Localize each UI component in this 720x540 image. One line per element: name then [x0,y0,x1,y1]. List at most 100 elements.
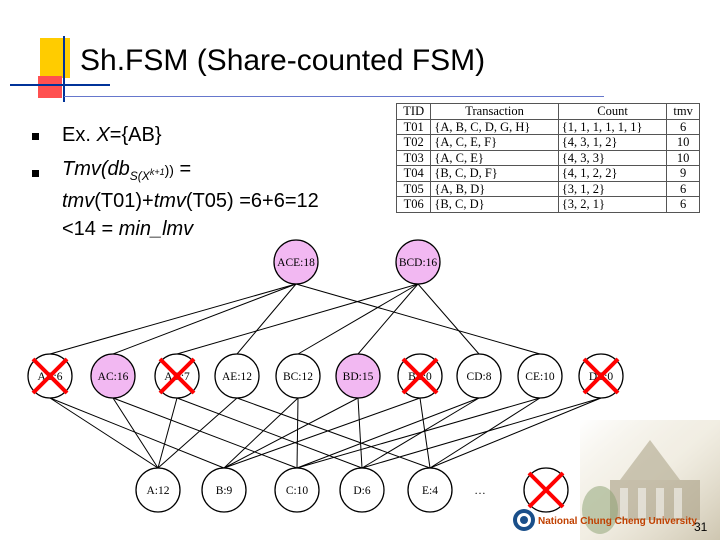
bullet-text-1: Ex. X={AB} [62,124,162,147]
pruned-cross-mark [31,357,69,395]
corner-square-red [38,76,62,98]
node-label: AC:16 [98,371,129,383]
ellipsis-label: … [474,485,486,497]
node-circle [456,353,502,399]
lattice-node-l1-2: C:10 [274,467,320,513]
node-circle [273,239,319,285]
node-label: CE:10 [525,371,555,383]
university-name: National Chung Cheng University [538,516,697,527]
table-row: T06{B, C, D}{3, 2, 1}6 [395,196,700,213]
page-number: 31 [694,520,708,534]
corner-line-vertical [63,36,65,102]
node-label: E:4 [422,485,438,497]
b2-eq: = [173,158,192,180]
lattice-node-l1-3: D:6 [339,467,385,513]
lattice-edge [357,283,419,355]
slide-title: Sh.FSM (Share-counted FSM) [80,44,486,77]
lattice-node-l2-6: BE:0 [397,353,443,399]
b1-rest: ={AB} [109,124,162,146]
node-label: ACE:18 [277,257,315,269]
pruned-cross-mark [582,357,620,395]
node-label: B:9 [216,485,233,497]
university-logo-icon [513,509,535,531]
lattice-node-l3-1: BCD:16 [395,239,441,285]
pruned-cross-mark [158,357,196,395]
lattice-edge [112,283,297,355]
lattice-node-l2-4: BC:12 [275,353,321,399]
lattice-edge [223,397,359,469]
lattice-edge [157,397,178,469]
lattice-edge [49,397,159,469]
header-tid: TID [395,103,432,120]
lattice-edge [357,397,363,469]
bullet-text-2-line2: tmv(T01)+tmv(T05) =6+6=12 [62,190,319,212]
lattice-edge [112,397,159,469]
bullet-marker-1 [32,133,39,140]
table-row: T02{A, C, E, F}{4, 3, 1, 2}10 [395,134,700,151]
node-label: CD:8 [467,371,492,383]
lattice-edge [236,283,297,355]
table-row: T03{A, C, E}{4, 3, 3}10 [395,149,700,166]
lattice-node-l1-4: E:4 [407,467,453,513]
lattice-edge [429,397,541,469]
header-tmv: tmv [666,103,700,120]
lattice-edge [112,397,298,469]
b2-tmv: Tmv [62,158,101,180]
lattice-node-l2-3: AE:12 [214,353,260,399]
transaction-table: TID Transaction Count tmv T01{A, B, C, D… [395,103,700,213]
node-circle [395,239,441,285]
b1-var: X [96,124,110,146]
pruned-cross-mark [401,357,439,395]
lattice-nodes: ACE:18BCD:16AB:6AC:16AD:7AE:12BC:12BD:15… [27,239,624,513]
b2-close: )) [164,162,174,178]
node-label: D:6 [353,485,371,497]
node-circle [275,353,321,399]
lattice-node-l1-1: B:9 [201,467,247,513]
pruned-cross-mark [527,471,565,509]
lattice-node-l1-0: A:12 [135,467,181,513]
corner-line-horizontal [10,84,110,86]
university-building-image [580,420,720,540]
node-circle [201,467,247,513]
lattice-node-l2-2: AD:7 [154,353,200,399]
node-circle [90,353,136,399]
lattice-edge [296,397,541,469]
title-underline [64,96,604,97]
node-label: A:12 [147,485,170,497]
lattice-node-l2-5: BD:15 [335,353,381,399]
node-circle [274,467,320,513]
node-label: BCD:16 [399,257,438,269]
b2-db: (db [100,158,130,180]
lattice-node-l2-8: CE:10 [517,353,563,399]
lattice-edge [296,397,299,469]
lattice-node-l1-6 [523,467,569,513]
lattice-edge [223,397,299,469]
node-circle [339,467,385,513]
table-header-row: TID Transaction Count tmv [395,103,700,120]
node-circle [214,353,260,399]
lattice-edge [295,283,541,355]
node-circle [407,467,453,513]
lattice-node-l3-0: ACE:18 [273,239,319,285]
node-circle [135,467,181,513]
b1-prefix: Ex. [62,124,97,146]
bullet-text-2-line1: Tmv(dbS(Xk+1)) = [62,158,192,183]
node-label: C:10 [286,485,309,497]
lattice-node-l2-7: CD:8 [456,353,502,399]
node-label: BC:12 [283,371,313,383]
lattice-edge [223,397,421,469]
lattice-edge [419,397,431,469]
lattice-edge [361,397,480,469]
b2-sub: S(Xk+1 [129,167,165,183]
corner-square-yellow [40,38,70,78]
lattice-edge [361,397,602,469]
bullet-text-2-line3: <14 = min_lmv [62,218,194,240]
lattice-edge [429,397,602,469]
lattice-node-l2-1: AC:16 [90,353,136,399]
lattice-edge [417,283,480,355]
node-circle [517,353,563,399]
lattice-edge [297,283,419,355]
node-label: BD:15 [343,371,374,383]
lattice-edge [49,397,225,469]
